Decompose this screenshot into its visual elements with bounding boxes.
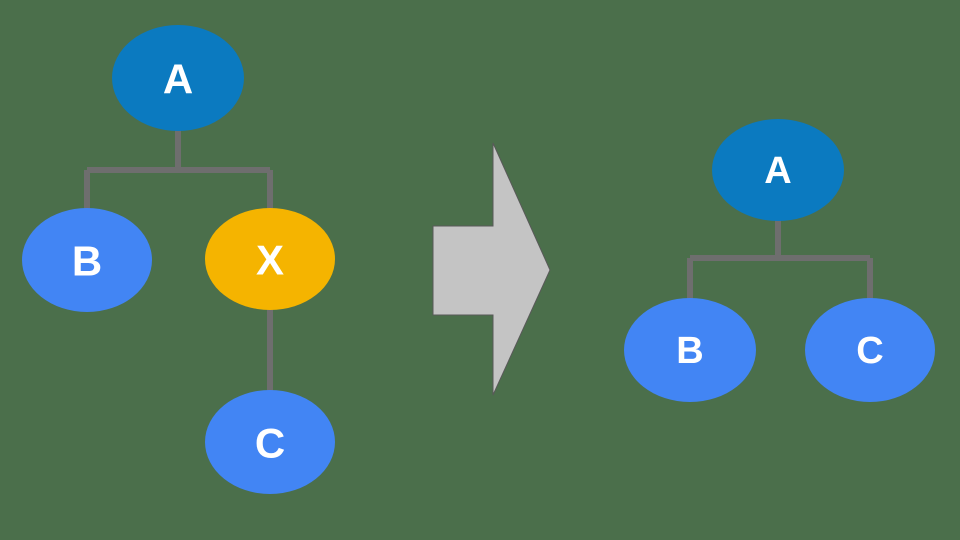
after-node-a[interactable]: A bbox=[712, 119, 844, 221]
before-node-x-label: X bbox=[256, 237, 284, 284]
after-node-a-label: A bbox=[764, 150, 791, 192]
after-tree: A B C bbox=[624, 119, 935, 402]
before-node-b[interactable]: B bbox=[22, 208, 152, 312]
before-node-x-shape bbox=[205, 208, 335, 310]
before-node-c-shape bbox=[205, 390, 335, 494]
after-edge-a-b bbox=[687, 219, 870, 300]
before-node-c[interactable]: C bbox=[205, 390, 335, 494]
after-node-b[interactable]: B bbox=[624, 298, 756, 402]
arrow-right-icon bbox=[432, 142, 551, 396]
before-tree-nodes: A B X C bbox=[22, 25, 335, 494]
after-node-c-label: C bbox=[856, 330, 883, 372]
before-edge-a-b bbox=[84, 128, 270, 212]
before-node-b-shape bbox=[22, 208, 152, 312]
transformation-arrow bbox=[432, 142, 551, 396]
after-node-b-label: B bbox=[676, 330, 703, 372]
after-node-b-shape bbox=[624, 298, 756, 402]
before-node-a[interactable]: A bbox=[112, 25, 244, 131]
before-node-c-label: C bbox=[255, 420, 285, 467]
after-node-a-shape bbox=[712, 119, 844, 221]
before-tree: A B X C bbox=[22, 25, 335, 494]
after-tree-nodes: A B C bbox=[624, 119, 935, 402]
after-node-c-shape bbox=[805, 298, 935, 402]
before-node-x[interactable]: X bbox=[205, 208, 335, 310]
before-node-a-label: A bbox=[163, 56, 193, 103]
before-node-a-shape bbox=[112, 25, 244, 131]
before-node-b-label: B bbox=[72, 238, 102, 285]
before-tree-edges bbox=[84, 128, 273, 394]
after-tree-edges bbox=[687, 219, 873, 300]
after-node-c[interactable]: C bbox=[805, 298, 935, 402]
